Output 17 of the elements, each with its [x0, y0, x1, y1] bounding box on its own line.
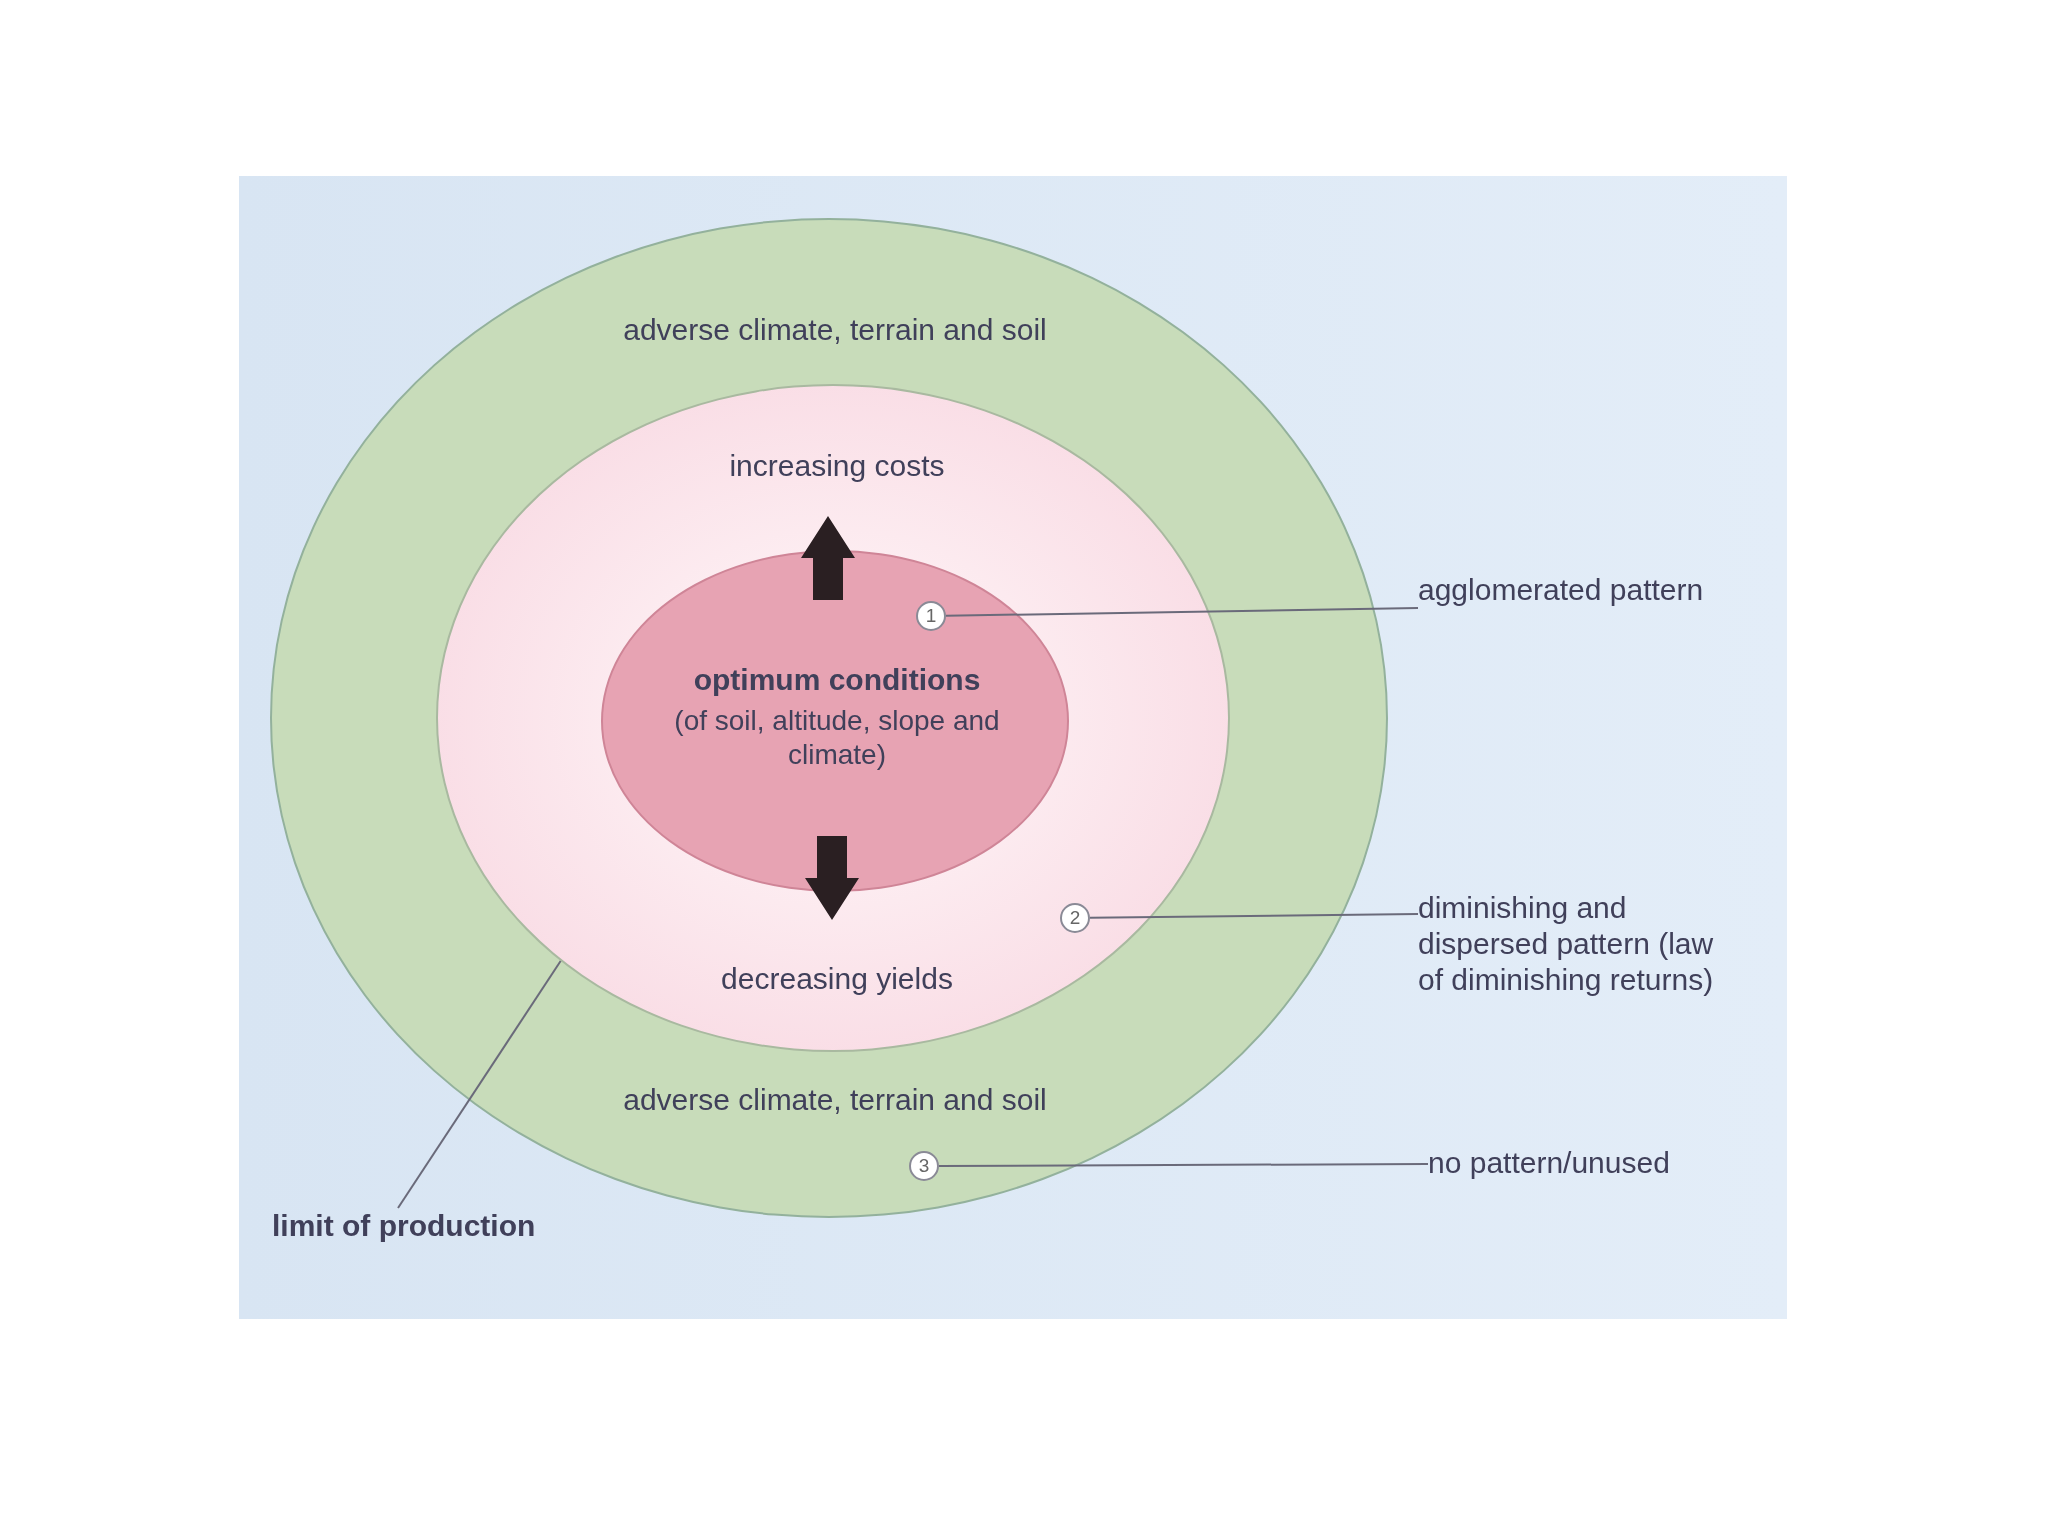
zone-label: adverse climate, terrain and soil [623, 1082, 1047, 1118]
callout-number: 3 [909, 1151, 939, 1181]
callout-number: 1 [916, 601, 946, 631]
leader-line [1089, 913, 1419, 919]
leader-line [397, 960, 562, 1209]
pattern-label: agglomerated pattern [1418, 572, 1718, 608]
zone-label: decreasing yields [721, 961, 953, 997]
leader-line [938, 1163, 1429, 1167]
description: (of soil, altitude, slope and climate) [673, 704, 1001, 772]
leader-label: limit of production [272, 1208, 536, 1244]
heading: optimum conditions [693, 662, 981, 698]
pattern-label: no pattern/unused [1428, 1145, 1670, 1181]
zone-label: adverse climate, terrain and soil [623, 312, 1047, 348]
pattern-label: diminishing and dispersed pattern (law of diminishing returns) [1418, 890, 1718, 998]
callout-number: 2 [1060, 903, 1090, 933]
zone-label: increasing costs [729, 448, 945, 484]
leader-line [945, 607, 1419, 617]
